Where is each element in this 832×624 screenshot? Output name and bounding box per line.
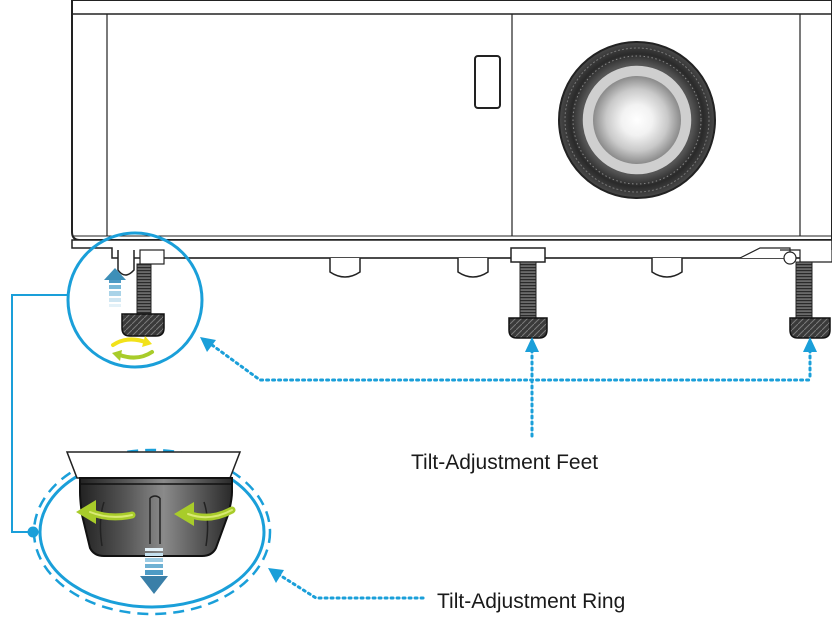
projector-body	[71, 0, 832, 259]
feet-callout-lines	[210, 343, 812, 440]
tilt-adjustment-feet-label: Tilt-Adjustment Feet	[411, 451, 599, 474]
up-arrow-icon	[104, 268, 126, 307]
tilt-foot-center	[508, 247, 548, 339]
ring-callout-line	[268, 568, 427, 600]
zoom-connector	[11, 294, 68, 538]
tilt-foot-left	[117, 249, 165, 337]
foot-highlight-circle	[66, 231, 204, 369]
left-curl-arrow-icon	[76, 500, 136, 524]
ring-zoom-dashed-outline	[32, 448, 272, 616]
feet-callout-arrowheads	[200, 337, 817, 352]
tilt-foot-right	[780, 249, 832, 339]
ring-zoom-foot	[65, 451, 242, 557]
bottom-pads	[329, 258, 683, 278]
projector-lens	[558, 41, 716, 199]
rotate-arrows-icon	[111, 336, 154, 361]
tilt-adjustment-ring-label: Tilt-Adjustment Ring	[437, 590, 626, 613]
down-arrow-icon	[140, 548, 168, 594]
right-curl-arrow-icon	[174, 502, 236, 526]
ir-sensor-window	[474, 55, 501, 109]
